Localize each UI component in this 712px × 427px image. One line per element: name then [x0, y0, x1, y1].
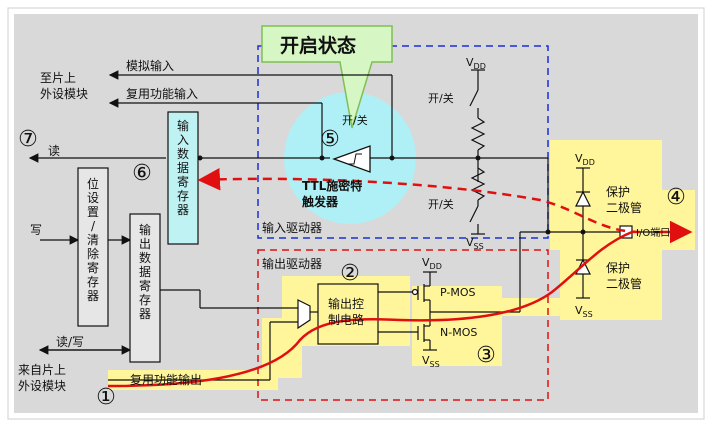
to-peripheral-label: 至片上外设模块	[40, 71, 88, 101]
switch-label-vdd: 开/关	[428, 91, 454, 105]
schmitt-trigger-symbol	[332, 145, 371, 173]
alt-input-label: 复用功能输入	[126, 86, 198, 101]
junction-dots	[197, 155, 586, 235]
bit-set-clear-register	[77, 167, 109, 327]
output-data-register-label: 输出数据寄存器	[139, 222, 151, 321]
read-label: 读	[48, 144, 60, 158]
input-data-register-label: 输入数据寄存器	[177, 118, 189, 217]
alt-output-label: 复用功能输出	[130, 372, 202, 387]
vss-label-diode: VSS	[575, 304, 593, 319]
marker-6: ⑥	[132, 161, 152, 186]
vdd-label-pmos: VDD	[422, 256, 442, 271]
read-write-label: 读/写	[56, 335, 84, 349]
protect-diode-bottom-label: 保护二极管	[606, 261, 642, 291]
vss-label-mid: VSS	[466, 236, 484, 251]
input-driver-box	[257, 45, 549, 239]
output-mux	[297, 299, 311, 330]
protection-diode-top	[575, 190, 591, 207]
marker-2: ②	[340, 261, 360, 286]
protect-diode-top-label: 保护二极管	[606, 185, 642, 215]
output-driver-label: 输出驱动器	[262, 256, 322, 271]
switch-label-vss: 开/关	[428, 197, 454, 211]
vdd-label-diode: VDD	[575, 152, 595, 167]
marker-5: ⑤	[320, 127, 340, 152]
vss-label-nmos: VSS	[422, 354, 440, 369]
input-driver-label: 输入驱动器	[262, 220, 322, 235]
nmos-label: N-MOS	[440, 326, 477, 339]
output-signal-path	[107, 230, 633, 388]
output-data-register	[129, 213, 161, 363]
vdd-label-top: VDD	[466, 56, 486, 71]
marker-4: ④	[666, 185, 686, 210]
callout-title: 开启状态	[280, 34, 356, 57]
from-peripheral-label: 来自片上外设模块	[18, 363, 66, 393]
pmos-label: P-MOS	[440, 286, 476, 299]
marker-7: ⑦	[18, 127, 38, 152]
marker-3: ③	[476, 343, 496, 368]
switch-label-top: 开/关	[342, 113, 368, 127]
open-state-callout	[261, 25, 393, 129]
analog-input-label: 模拟输入	[126, 58, 174, 73]
bit-set-clear-register-label: 位设置/清除寄存器	[87, 176, 99, 303]
schmitt-label: TTL施密特触发器	[302, 178, 362, 209]
input-data-register	[167, 111, 199, 245]
input-signal-path	[197, 167, 641, 234]
marker-1: ①	[96, 385, 116, 410]
io-pin-label: I/O端口	[636, 226, 670, 239]
write-label: 写	[30, 223, 42, 237]
output-ctrl-label: 输出控制电路	[328, 296, 364, 327]
pmos-transistor	[411, 284, 430, 302]
nmos-transistor	[417, 324, 430, 342]
output-driver-box	[257, 249, 549, 401]
output-control-box	[317, 283, 379, 345]
